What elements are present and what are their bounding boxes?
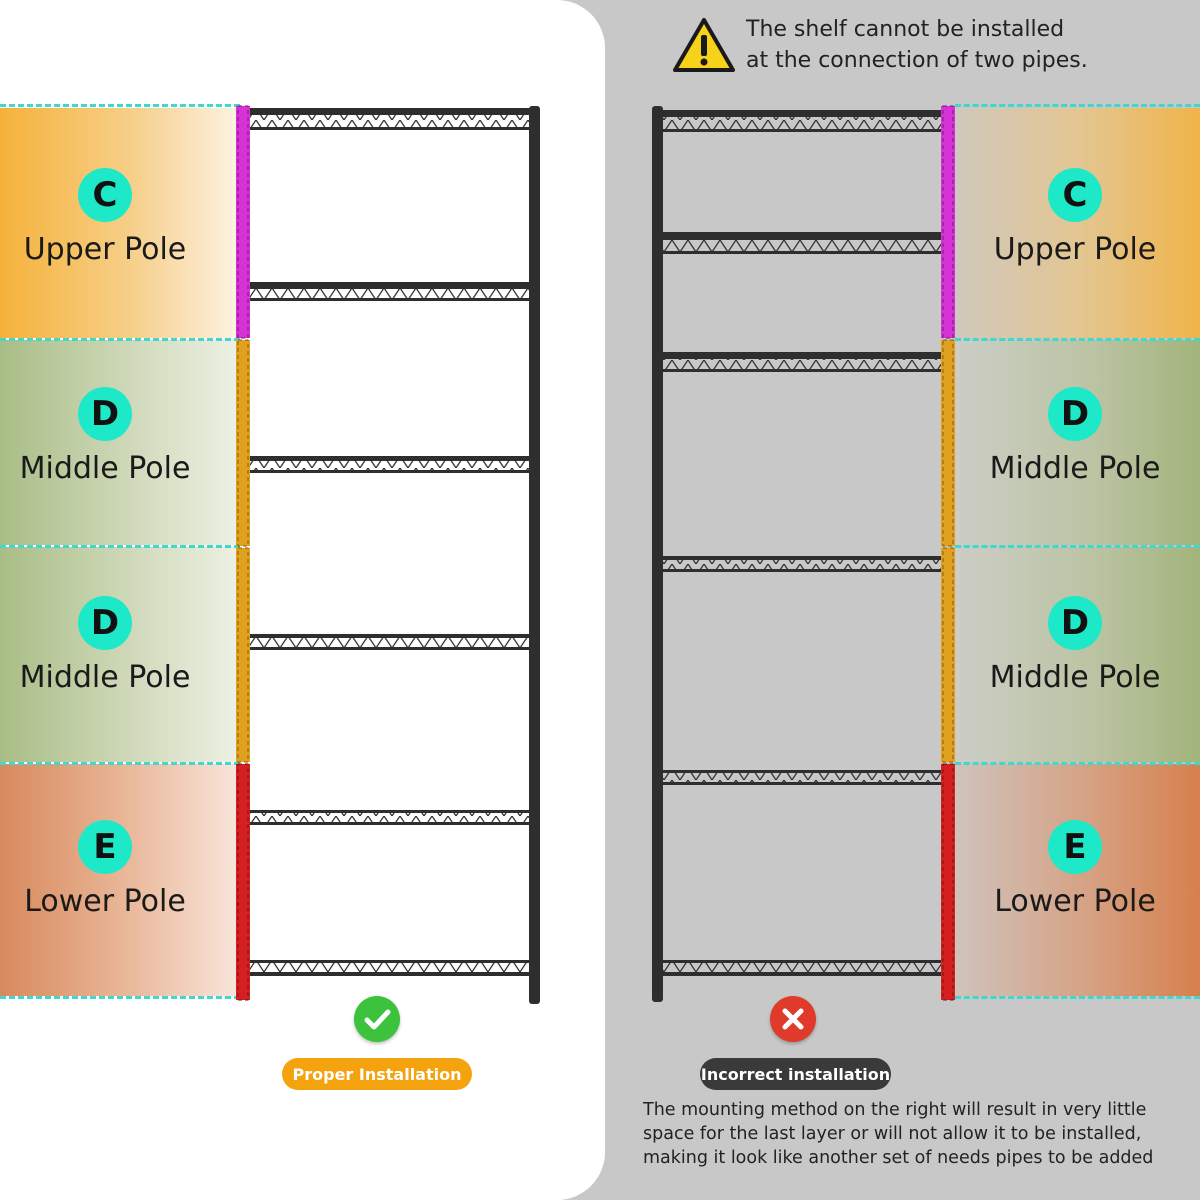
- pole-name: Upper Pole: [993, 232, 1157, 267]
- dash-line: [0, 762, 240, 765]
- left-shelf: [250, 810, 530, 825]
- pole-name: Middle Pole: [989, 451, 1161, 486]
- pole-name: Upper Pole: [23, 232, 187, 267]
- right-band-lower: [955, 764, 1200, 996]
- left-band-upper: [0, 108, 240, 338]
- left-band-middle-2: [0, 547, 240, 762]
- warning-line-2: at the connection of two pipes.: [746, 48, 1088, 73]
- badge-e: E: [78, 820, 132, 874]
- left-band-lower: [0, 764, 240, 996]
- dash-line: [0, 104, 240, 107]
- right-label-upper: C Upper Pole: [970, 168, 1180, 267]
- right-label-middle-1: D Middle Pole: [970, 387, 1180, 486]
- right-upper-pole: [941, 106, 955, 338]
- left-shelf: [250, 456, 530, 473]
- badge-c: C: [78, 168, 132, 222]
- dash-line: [955, 338, 1200, 341]
- left-rack: [236, 105, 540, 1004]
- pole-name: Middle Pole: [19, 451, 191, 486]
- left-shelf: [250, 960, 530, 976]
- right-label-lower: E Lower Pole: [970, 820, 1180, 919]
- left-middle-pole-1: [236, 340, 250, 546]
- dash-line: [955, 762, 1200, 765]
- right-shelf: [663, 352, 941, 372]
- left-shelf: [250, 634, 530, 650]
- left-label-middle-1: D Middle Pole: [0, 387, 210, 486]
- left-label-upper: C Upper Pole: [0, 168, 210, 267]
- right-rack-back-post: [652, 106, 663, 1002]
- incorrect-installation-label: Incorrect installation: [700, 1058, 891, 1090]
- left-middle-pole-2: [236, 548, 250, 762]
- badge-d: D: [1048, 596, 1102, 650]
- left-lower-pole: [236, 764, 250, 1000]
- pole-name: Middle Pole: [989, 660, 1161, 695]
- dash-line: [0, 338, 240, 341]
- right-band-middle-1: [955, 340, 1200, 545]
- badge-d: D: [1048, 387, 1102, 441]
- right-middle-pole-1: [941, 340, 955, 546]
- badge-c: C: [1048, 168, 1102, 222]
- warning-line-1: The shelf cannot be installed: [746, 17, 1065, 42]
- dash-line: [0, 545, 240, 548]
- dash-line: [955, 104, 1200, 107]
- left-upper-pole: [236, 106, 250, 338]
- dash-line: [0, 996, 240, 999]
- pole-name: Middle Pole: [19, 660, 191, 695]
- warning-message: The shelf cannot be installed at the con…: [746, 14, 1088, 76]
- pole-name: Lower Pole: [24, 884, 186, 919]
- right-shelf: [663, 110, 941, 132]
- pole-name: Lower Pole: [994, 884, 1156, 919]
- warning-triangle-icon: [673, 18, 735, 72]
- left-shelf: [250, 108, 530, 130]
- right-shelf: [663, 770, 941, 785]
- badge-d: D: [78, 387, 132, 441]
- right-band-upper: [955, 108, 1200, 338]
- left-rack-back-post: [529, 106, 540, 1004]
- installation-note: The mounting method on the right will re…: [643, 1100, 1154, 1168]
- badge-d: D: [78, 596, 132, 650]
- right-label-middle-2: D Middle Pole: [970, 596, 1180, 695]
- right-shelf: [663, 232, 941, 254]
- right-rack: [652, 105, 955, 1002]
- badge-e: E: [1048, 820, 1102, 874]
- right-band-middle-2: [955, 547, 1200, 762]
- right-shelf: [663, 556, 941, 572]
- left-label-middle-2: D Middle Pole: [0, 596, 210, 695]
- left-band-middle-1: [0, 340, 240, 545]
- dash-line: [955, 996, 1200, 999]
- right-shelf: [663, 960, 941, 976]
- left-label-lower: E Lower Pole: [0, 820, 210, 919]
- dash-line: [955, 545, 1200, 548]
- right-lower-pole: [941, 764, 955, 1000]
- right-middle-pole-2: [941, 548, 955, 762]
- proper-installation-label: Proper Installation: [282, 1058, 472, 1090]
- checkmark-icon: [354, 996, 400, 1042]
- left-shelf: [250, 282, 530, 301]
- cross-icon: [770, 996, 816, 1042]
